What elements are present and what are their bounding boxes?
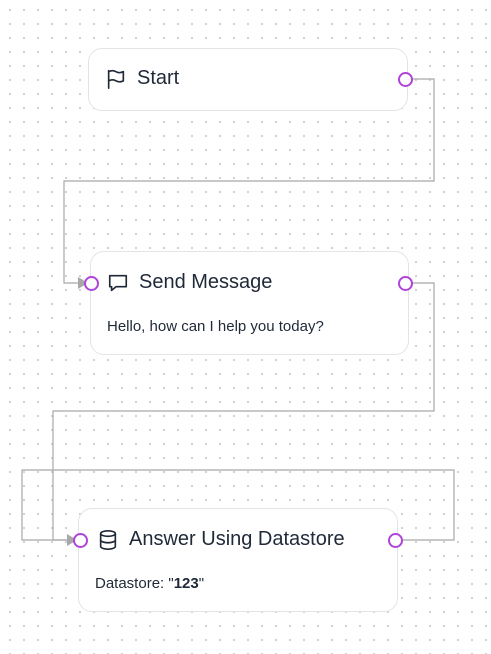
datastore-label: Datastore: "123": [95, 575, 204, 592]
send-message-node[interactable]: Send Message Hello, how can I help you t…: [90, 251, 409, 355]
speech-bubble-icon: [108, 274, 128, 291]
answer-datastore-node-header: Answer Using Datastore: [97, 528, 345, 551]
flag-icon: [107, 69, 125, 89]
datastore-prefix: Datastore: ": [95, 575, 174, 592]
start-node[interactable]: Start: [88, 48, 408, 111]
datastore-suffix: ": [198, 575, 205, 592]
datastore-value: 123: [173, 575, 199, 592]
send-message-text: Hello, how can I help you today?: [107, 318, 324, 335]
send-message-input-handle[interactable]: [84, 276, 99, 291]
database-icon: [99, 529, 117, 550]
answer-datastore-input-handle[interactable]: [73, 533, 88, 548]
start-node-header: Start: [105, 67, 179, 90]
send-message-output-handle[interactable]: [398, 276, 413, 291]
answer-datastore-node-title: Answer Using Datastore: [129, 528, 345, 550]
start-output-handle[interactable]: [398, 72, 413, 87]
answer-datastore-node[interactable]: Answer Using Datastore Datastore: "123": [78, 508, 398, 612]
answer-datastore-output-handle[interactable]: [388, 533, 403, 548]
send-message-node-title: Send Message: [139, 271, 273, 293]
start-node-title: Start: [137, 67, 180, 89]
send-message-node-header: Send Message: [107, 271, 272, 294]
